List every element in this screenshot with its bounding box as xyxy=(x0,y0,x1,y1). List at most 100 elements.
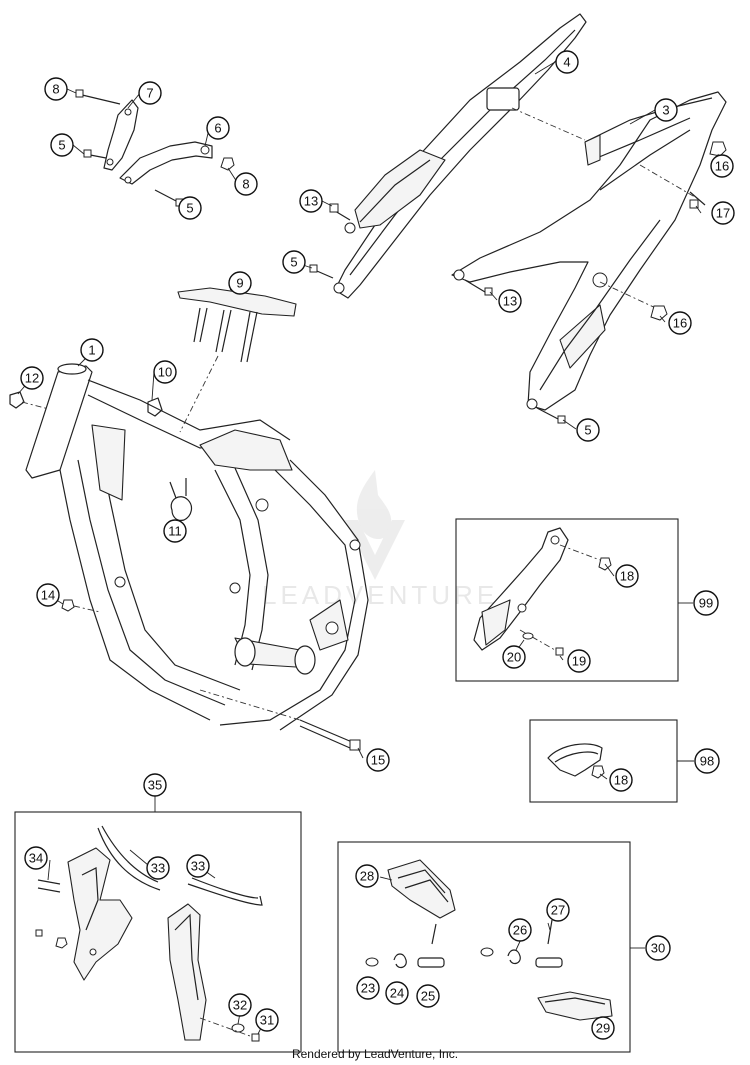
footer-credit: Rendered by LeadVenture, Inc. xyxy=(292,1047,458,1061)
callout-1: 1 xyxy=(80,338,104,362)
part-11-clamp xyxy=(169,478,193,521)
nut-16-upper xyxy=(709,141,727,157)
callout-33: 33 xyxy=(186,854,210,878)
svg-text:27: 27 xyxy=(551,903,565,918)
callout-19: 19 xyxy=(567,649,591,673)
leadventure-watermark: LEADVENTURE xyxy=(262,470,498,610)
part-6-bracket xyxy=(119,141,213,185)
nut-14 xyxy=(61,599,75,612)
callout-35: 35 xyxy=(143,773,167,797)
svg-text:25: 25 xyxy=(421,989,435,1004)
callout-11: 11 xyxy=(163,519,187,543)
svg-text:13: 13 xyxy=(503,294,517,309)
assembly-line xyxy=(73,605,101,613)
group-98-box xyxy=(529,719,694,803)
nut-16-lower xyxy=(650,305,668,321)
svg-text:98: 98 xyxy=(700,754,714,769)
callout-5: 5 xyxy=(282,250,306,274)
callout-16: 16 xyxy=(668,311,692,335)
callout-5: 5 xyxy=(576,418,600,442)
callout-20: 20 xyxy=(502,645,526,669)
svg-text:18: 18 xyxy=(620,569,634,584)
bolt-15 xyxy=(199,689,361,751)
svg-text:17: 17 xyxy=(716,206,730,221)
bolt-8-top xyxy=(75,89,121,105)
callout-29: 29 xyxy=(591,1016,615,1040)
callout-8: 8 xyxy=(234,172,258,196)
watermark-text: LEADVENTURE xyxy=(262,580,498,610)
svg-text:35: 35 xyxy=(148,778,162,793)
callout-26: 26 xyxy=(508,918,532,942)
part-12-clip xyxy=(9,391,25,409)
callout-10: 10 xyxy=(153,360,177,384)
assembly-line xyxy=(599,281,661,311)
svg-text:8: 8 xyxy=(52,82,59,97)
svg-text:16: 16 xyxy=(673,316,687,331)
callout-5: 5 xyxy=(178,196,202,220)
assembly-line xyxy=(511,107,586,141)
svg-text:18: 18 xyxy=(614,773,628,788)
svg-text:99: 99 xyxy=(699,596,713,611)
callout-4: 4 xyxy=(555,50,579,74)
part-7-bracket xyxy=(103,99,139,171)
callout-17: 17 xyxy=(711,201,735,225)
nut-8-bracket xyxy=(220,157,235,171)
callout-18: 18 xyxy=(615,564,639,588)
part-9-mount xyxy=(177,287,297,363)
callout-3: 3 xyxy=(654,98,678,122)
svg-text:30: 30 xyxy=(651,941,665,956)
bolt-5-lower xyxy=(536,407,566,424)
bolt-17 xyxy=(689,191,706,209)
svg-text:10: 10 xyxy=(158,365,172,380)
callout-15: 15 xyxy=(366,748,390,772)
svg-text:33: 33 xyxy=(191,859,205,874)
callout-12: 12 xyxy=(20,366,44,390)
callout-9: 9 xyxy=(228,271,252,295)
callout-16: 16 xyxy=(710,154,734,178)
svg-text:31: 31 xyxy=(260,1013,274,1028)
svg-text:19: 19 xyxy=(572,654,586,669)
svg-text:5: 5 xyxy=(58,138,65,153)
callout-6: 6 xyxy=(206,116,230,140)
svg-text:28: 28 xyxy=(360,869,374,884)
bolt-5-bracket-lower xyxy=(154,189,184,207)
group-30-box xyxy=(337,841,645,1053)
svg-text:13: 13 xyxy=(304,194,318,209)
callout-34: 34 xyxy=(24,846,48,870)
svg-text:4: 4 xyxy=(563,55,570,70)
bolt-13-upper xyxy=(329,203,351,221)
svg-text:23: 23 xyxy=(361,981,375,996)
svg-text:34: 34 xyxy=(29,851,43,866)
assembly-line xyxy=(639,164,701,201)
callout-99: 99 xyxy=(693,590,719,616)
callout-32: 32 xyxy=(228,993,252,1017)
callout-23: 23 xyxy=(356,976,380,1000)
callout-98: 98 xyxy=(694,748,720,774)
callout-24: 24 xyxy=(385,981,409,1005)
callout-13: 13 xyxy=(299,189,323,213)
callout-28: 28 xyxy=(355,864,379,888)
bolt-5-upper xyxy=(309,264,334,279)
callout-13: 13 xyxy=(498,289,522,313)
part-1-main-frame xyxy=(25,363,369,731)
svg-text:5: 5 xyxy=(584,423,591,438)
svg-text:11: 11 xyxy=(168,524,182,539)
bolt-5-bracket xyxy=(83,149,107,159)
callout-25: 25 xyxy=(416,984,440,1008)
assembly-line xyxy=(179,355,219,433)
svg-text:16: 16 xyxy=(715,159,729,174)
callout-18: 18 xyxy=(609,768,633,792)
svg-text:3: 3 xyxy=(662,103,669,118)
callout-5: 5 xyxy=(50,133,74,157)
callout-30: 30 xyxy=(645,935,671,961)
svg-text:20: 20 xyxy=(507,650,521,665)
svg-text:29: 29 xyxy=(596,1021,610,1036)
part-4-subframe-rail xyxy=(333,13,587,299)
callout-8: 8 xyxy=(44,77,68,101)
callout-14: 14 xyxy=(36,583,60,607)
callout-27: 27 xyxy=(546,898,570,922)
part-3-rear-subframe xyxy=(451,91,727,411)
svg-text:1: 1 xyxy=(88,343,95,358)
svg-text:5: 5 xyxy=(186,201,193,216)
